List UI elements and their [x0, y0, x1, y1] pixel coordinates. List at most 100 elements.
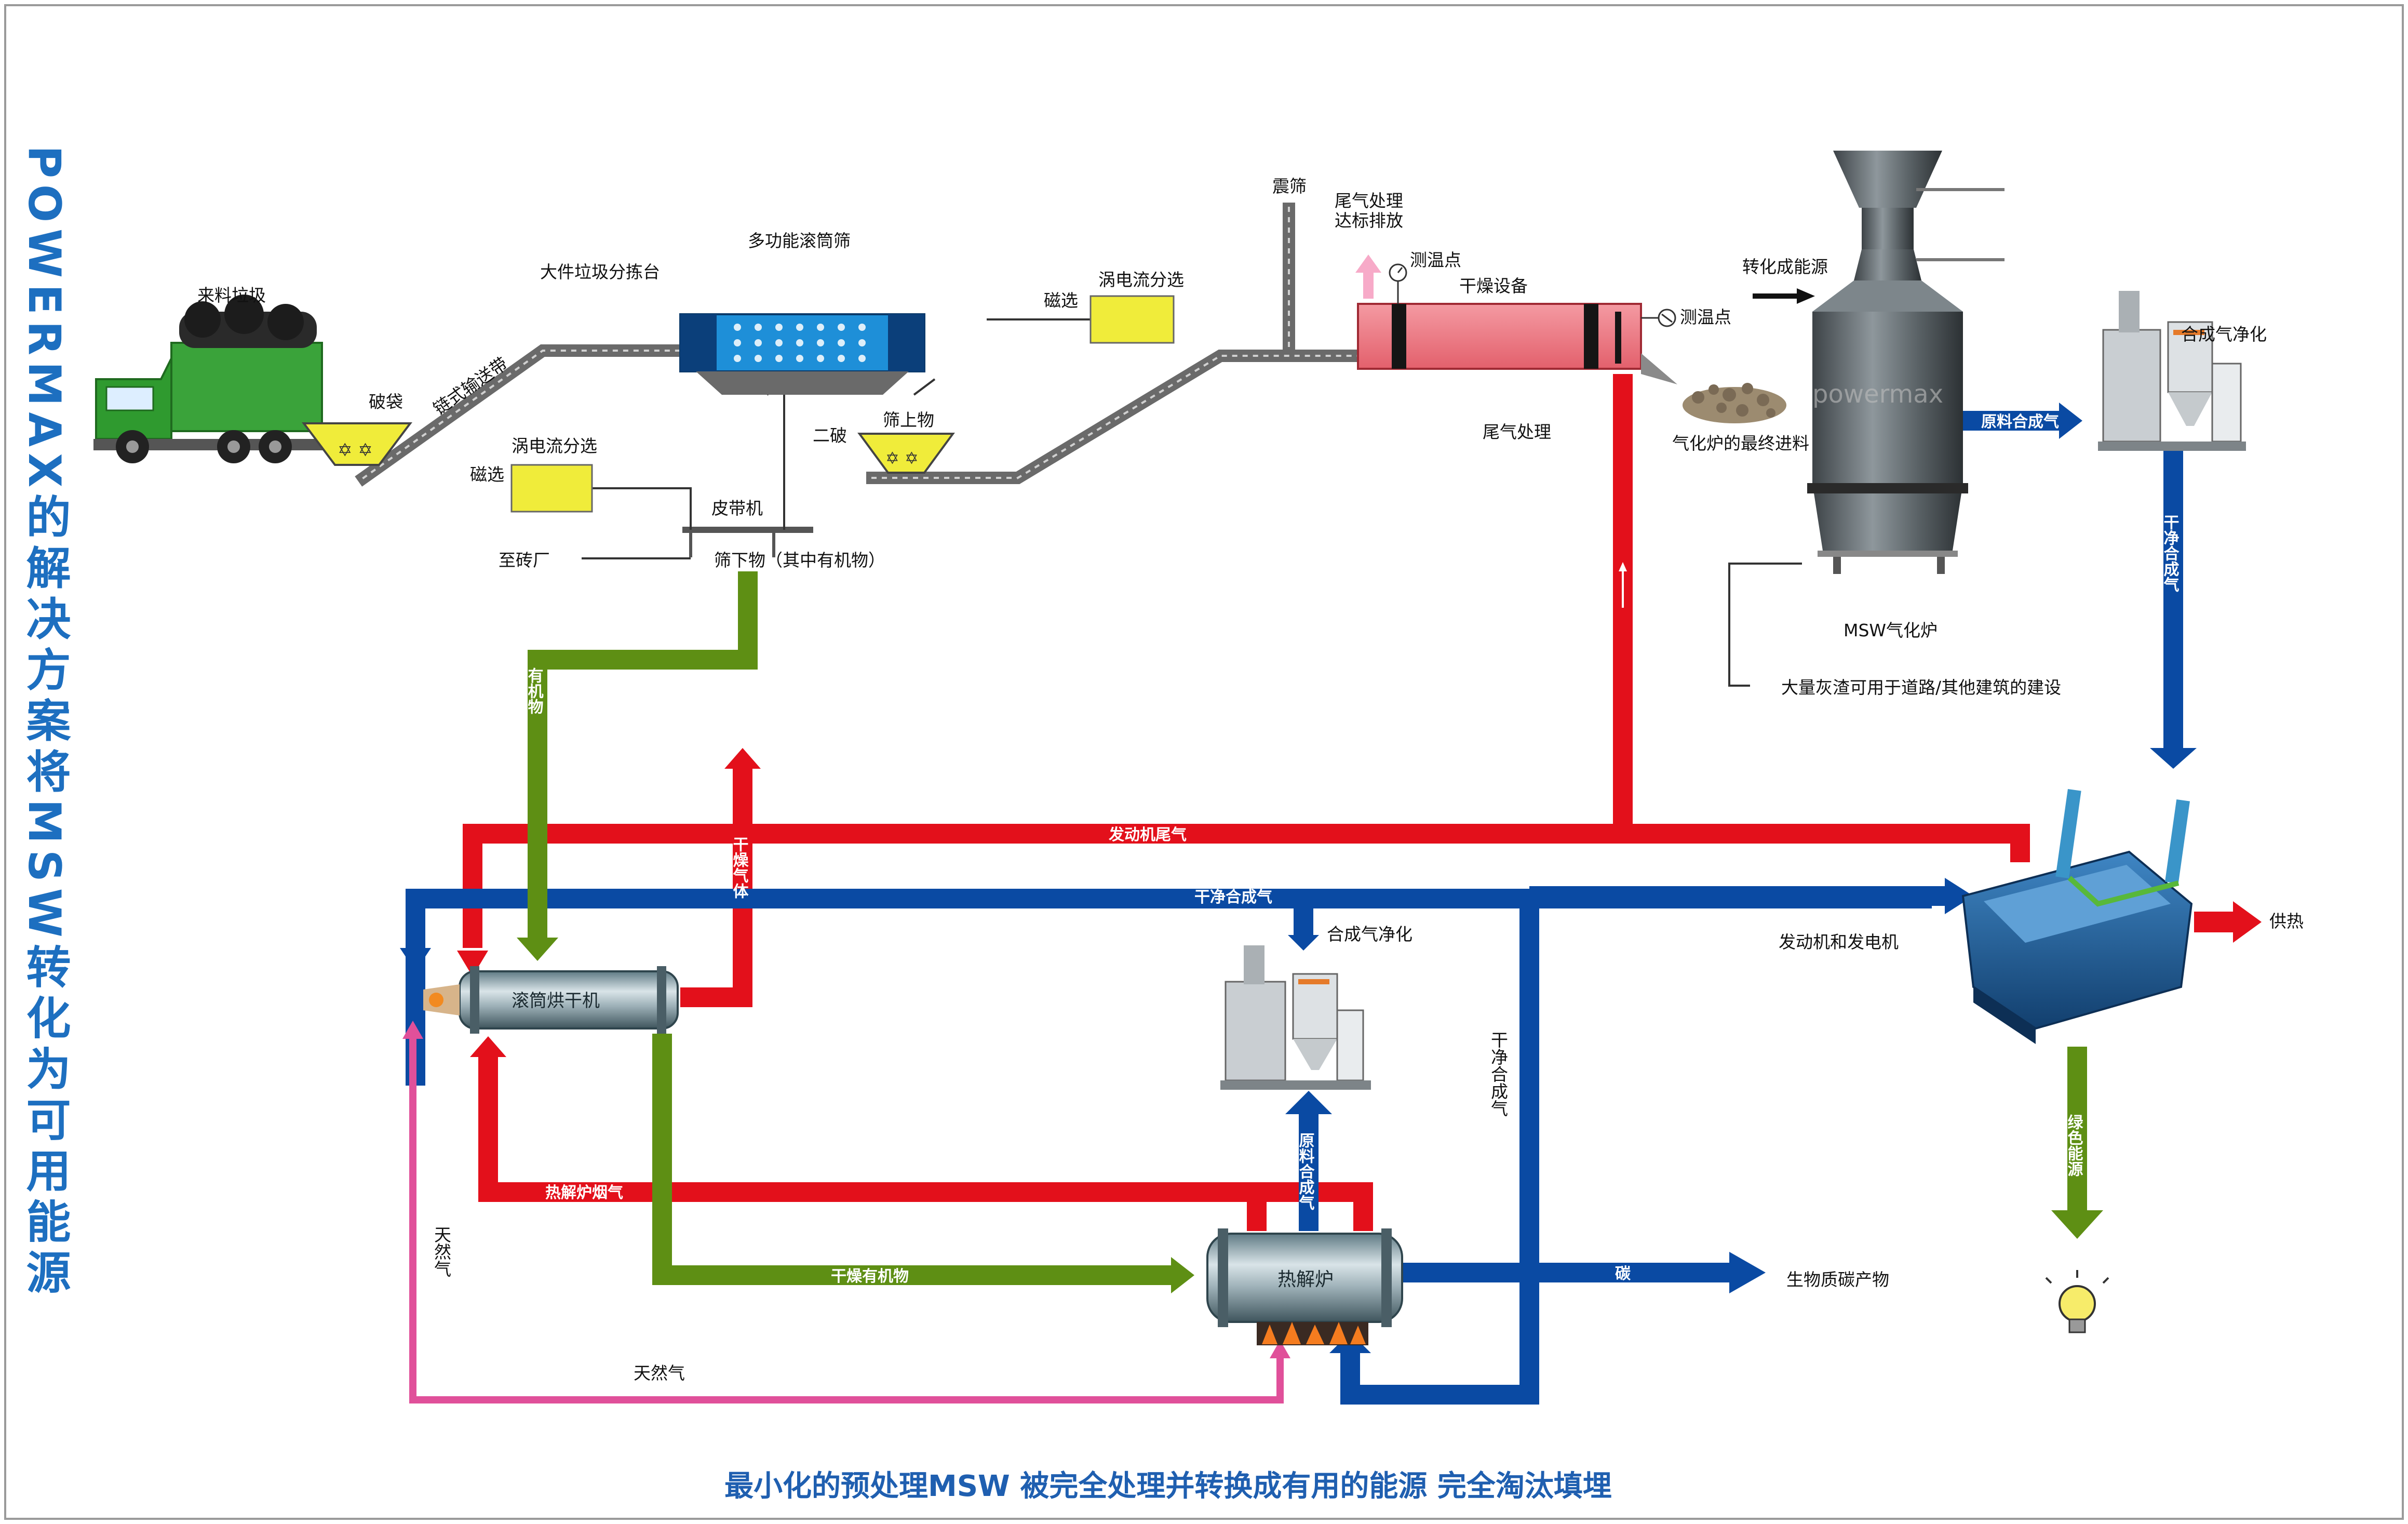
label-clean-syngas-vertical: 干净合成气	[2161, 514, 2180, 592]
gasifier-tower-icon	[1807, 151, 2005, 574]
label-bag-breaker: 破袋	[369, 392, 403, 412]
label-raw-syngas-top: 原料合成气	[1981, 413, 2059, 431]
label-ash-use: 大量灰渣可用于道路/其他建筑的建设	[1781, 677, 2061, 698]
label-engine-generator: 发动机和发电机	[1779, 932, 1899, 952]
chain-conveyor	[355, 344, 687, 487]
hopper-icon: ✡ ✡	[857, 433, 955, 474]
label-belt-conveyor: 皮带机	[711, 498, 763, 518]
blue-arrowhead-dryer	[400, 948, 431, 971]
garbage-truck-icon	[93, 295, 327, 463]
label-dried-organics: 干燥有机物	[831, 1267, 909, 1286]
blue-arrowhead-mid-cleaning	[1288, 935, 1319, 951]
blue-arrowhead-clean-syngas	[2150, 748, 2197, 769]
label-to-brick-factory: 至砖厂	[499, 550, 550, 570]
label-magnetic-2: 磁选	[1044, 290, 1078, 311]
trommel-dryer	[423, 966, 679, 1034]
green-arrowhead-pyrolyzer	[1171, 1257, 1194, 1293]
red-arrowhead-flue	[470, 1036, 506, 1057]
label-exhaust-treatment: 尾气处理	[1483, 422, 1551, 442]
label-green-energy: 绿色能源	[2065, 1114, 2083, 1177]
label-syngas-cleaning-top: 合成气净化	[2181, 324, 2267, 344]
gas-engine-generator-icon	[1961, 789, 2193, 1044]
label-engine-exhaust: 发动机尾气	[1108, 826, 1187, 844]
blue-flow-pipes	[406, 411, 2183, 1405]
label-msw-gasifier: MSW气化炉	[1844, 620, 1938, 640]
blue-arrowhead-raw-syngas	[1285, 1091, 1332, 1114]
vertical-title: POWERMAX的解决方案将MSW转化为可用能源	[18, 145, 71, 1300]
label-raw-syngas-mid: 原料合成气	[1296, 1132, 1315, 1210]
heat-supply-arrow	[2194, 901, 2262, 943]
label-drying-equipment: 干燥设备	[1459, 276, 1528, 296]
label-final-feed: 气化炉的最终进料	[1672, 433, 1809, 453]
label-natural-gas-horizontal: 天然气	[634, 1363, 685, 1383]
blue-arrowhead-engine	[1945, 878, 1973, 914]
label-clean-syngas-horizontal: 干净合成气	[1194, 888, 1272, 906]
label-undersize: 筛下物（其中有机物）	[714, 550, 885, 570]
thermometer-icon	[1641, 309, 1676, 327]
conveyor-belts	[355, 203, 1367, 557]
label-temp-point-2: 测温点	[1680, 307, 1731, 327]
green-flow-pipes	[528, 571, 2087, 1285]
vibrating-screen-post	[1283, 203, 1295, 353]
clean-syngas-main-pipe	[406, 889, 1932, 1086]
oversize-conveyor	[866, 350, 1367, 484]
label-secondary-crusher: 二破	[813, 425, 847, 446]
red-arrowhead-drying-gas	[724, 748, 761, 769]
watermark: powermax	[1812, 380, 1943, 409]
label-exhaust-discharge-2: 达标排放	[1335, 210, 1403, 231]
label-exhaust-discharge-1: 尾气处理	[1335, 191, 1403, 211]
svg-text:✡ ✡: ✡ ✡	[338, 440, 373, 461]
exhaust-discharge-arrow	[1355, 255, 1381, 299]
label-eddy-current-1: 涡电流分选	[512, 436, 597, 456]
pyrolyzer	[1206, 1228, 1403, 1345]
red-arrowhead-dryer	[457, 951, 488, 977]
clean-syngas-return-pipe	[1340, 896, 1539, 1405]
label-organics: 有机物	[525, 667, 544, 714]
eddy-current-box-2	[1089, 295, 1175, 344]
green-arrowhead-dryer	[517, 938, 558, 961]
natural-gas-pipes	[409, 1036, 1284, 1403]
label-magnetic-1: 磁选	[470, 464, 504, 485]
label-natural-gas-vertical: 天然气	[432, 1226, 452, 1277]
label-convert-to-energy: 转化成能源	[1742, 257, 1828, 277]
syngas-cleaning-unit-icon	[1220, 945, 1371, 1090]
blue-arrowhead-raw-top	[2059, 403, 2082, 439]
label-bulky-sorting: 大件垃圾分拣台	[540, 262, 660, 282]
convert-arrow	[1753, 288, 1815, 304]
label-vibrating-screen: 震筛	[1272, 176, 1307, 196]
feed-pile	[1683, 383, 1786, 423]
label-temp-point-1: 测温点	[1410, 250, 1461, 270]
green-arrowhead-energy	[2051, 1210, 2103, 1239]
pink-arrowhead-pyrolyzer	[1270, 1340, 1290, 1358]
label-trommel-dryer: 滚筒烘干机	[512, 991, 600, 1011]
dried-organics-pipe	[652, 1034, 1171, 1285]
footer-caption: 最小化的预处理MSW 被完全处理并转换成有用的能源 完全淘汰填埋	[724, 1469, 1612, 1503]
outer-frame	[4, 4, 2404, 1520]
organics-pipe	[528, 571, 758, 938]
pink-arrowhead-dryer	[402, 1021, 423, 1039]
label-biochar: 生物质碳产物	[1786, 1269, 1889, 1290]
eddy-current-box-1	[510, 464, 593, 513]
syngas-cleaning-unit-icon	[2098, 291, 2246, 451]
label-eddy-current-2: 涡电流分选	[1098, 270, 1184, 290]
label-syngas-cleaning-mid: 合成气净化	[1327, 924, 1412, 944]
drying-gas-pipe	[680, 766, 752, 1007]
label-heat-supply: 供热	[2269, 911, 2304, 931]
label-drying-gas: 干燥气体	[730, 836, 749, 899]
drying-equipment	[1357, 303, 1677, 384]
blue-arrowhead-carbon	[1729, 1252, 1766, 1293]
trommel-screen	[679, 313, 925, 395]
light-bulb-icon	[2045, 1270, 2109, 1333]
label-oversize: 筛上物	[883, 410, 934, 430]
label-clean-syngas-right: 干净合成气	[1488, 1031, 1509, 1117]
label-incoming-waste: 来料垃圾	[197, 285, 266, 305]
label-carbon: 碳	[1615, 1265, 1631, 1283]
pyrolysis-flue-gas-pipe	[478, 1054, 1373, 1231]
thermometer-icon	[1389, 263, 1407, 304]
label-multi-trommel: 多功能滚筒筛	[748, 231, 851, 251]
label-pyrolyzer: 热解炉	[1277, 1269, 1334, 1290]
label-pyrolysis-flue-gas: 热解炉烟气	[545, 1184, 623, 1202]
red-flow-pipes	[463, 374, 2030, 1231]
hopper-icon: ✡ ✡	[302, 422, 412, 466]
